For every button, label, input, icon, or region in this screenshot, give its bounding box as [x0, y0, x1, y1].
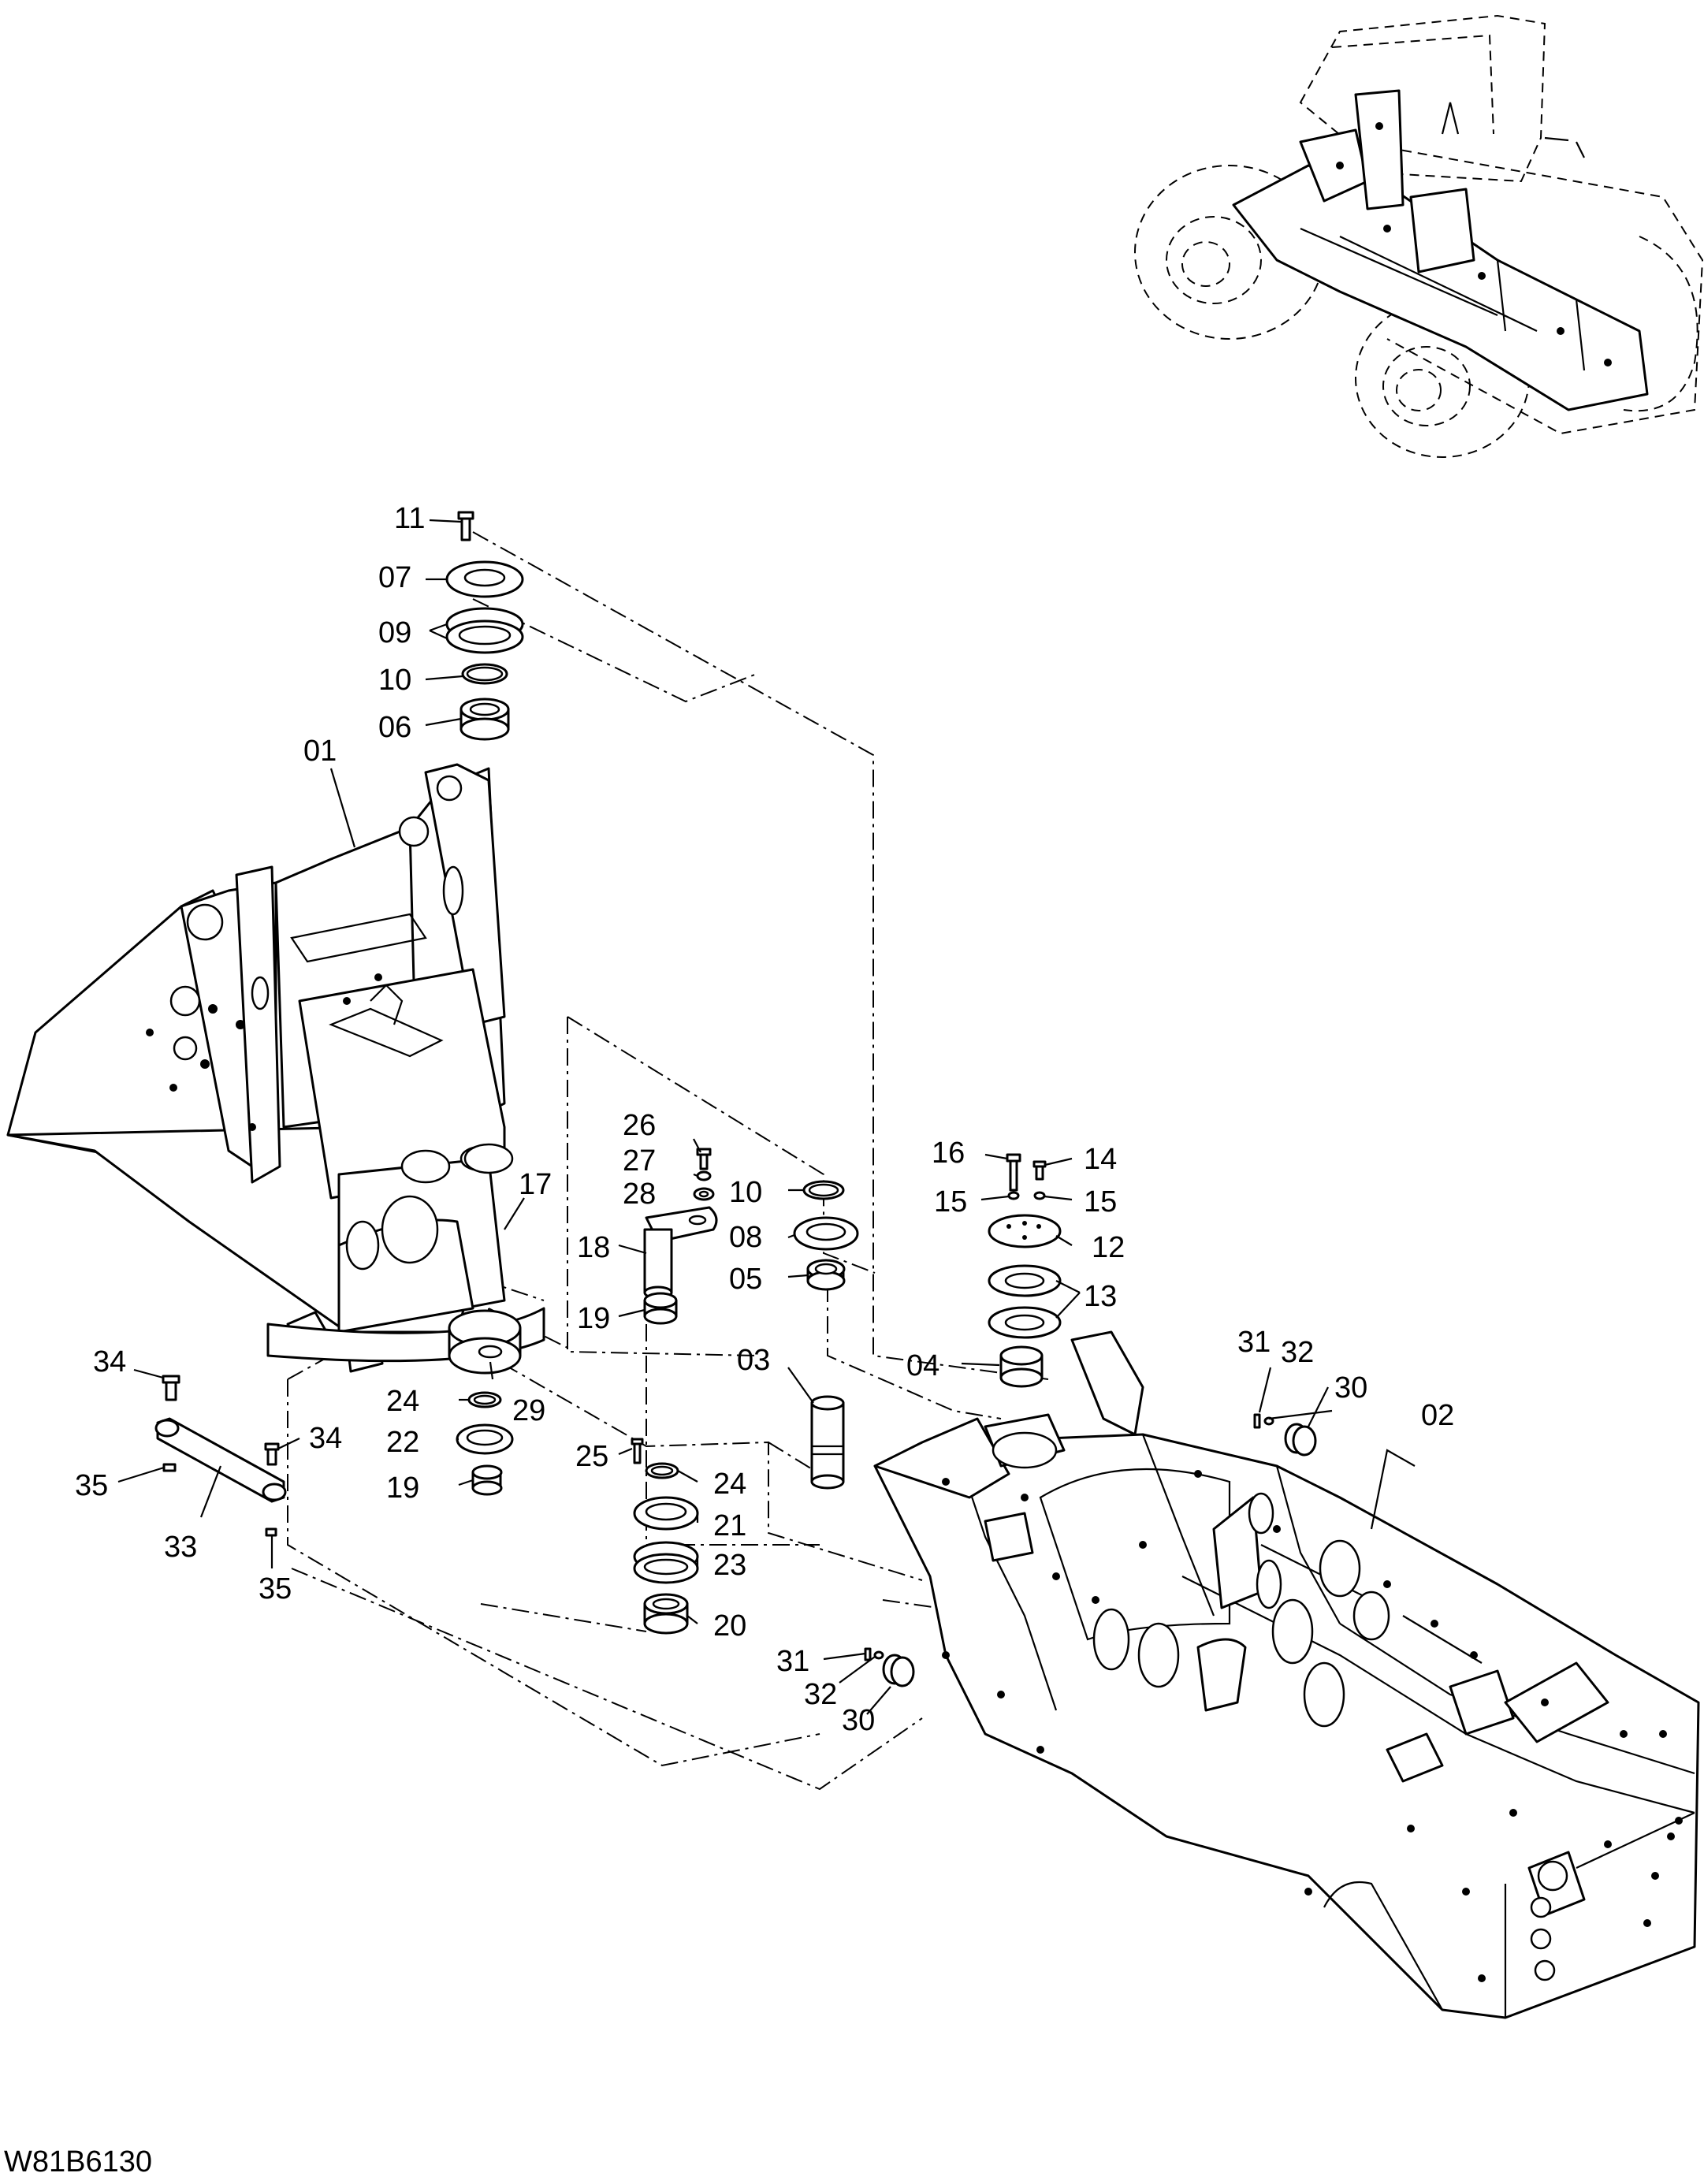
callout-25: 25: [575, 1440, 608, 1473]
part-28-washer: [693, 1187, 715, 1201]
callout-35-left: 35: [75, 1469, 108, 1502]
callout-15-left: 15: [934, 1185, 967, 1219]
part-30-stopper-left: [882, 1654, 915, 1687]
part-26-bolt: [696, 1148, 712, 1170]
callout-06: 06: [378, 711, 411, 744]
callout-09: 09: [378, 616, 411, 649]
callout-28: 28: [623, 1178, 656, 1211]
callout-34-left: 34: [93, 1345, 126, 1378]
callout-18: 18: [577, 1231, 610, 1264]
leader-lines: [117, 519, 1416, 1715]
assembly-lines: [287, 531, 1049, 1791]
callout-27: 27: [623, 1144, 656, 1178]
part-08-retainer: [793, 1216, 859, 1251]
part-15-washers: [1007, 1191, 1046, 1200]
part-33-link-bar: [154, 1417, 287, 1503]
callout-labels: 01 02 03 04 05 06 07 08 09 10 10 11 12 1…: [75, 502, 1454, 1737]
part-10-oring-lower: [802, 1180, 845, 1200]
callout-21: 21: [713, 1509, 746, 1542]
callout-31-right: 31: [1237, 1326, 1271, 1359]
part-19-bushing-upper: [643, 1292, 678, 1325]
callout-08: 08: [729, 1221, 762, 1254]
part-04-bushing: [999, 1345, 1044, 1388]
callout-15-right: 15: [1084, 1185, 1117, 1219]
callout-30-left: 30: [842, 1704, 875, 1737]
callout-34-right: 34: [309, 1422, 342, 1455]
part-19-bushing-lower: [471, 1464, 503, 1496]
part-21-retainer: [633, 1496, 699, 1531]
part-18-pin: [643, 1206, 718, 1300]
part-24-oring-left: [467, 1391, 502, 1408]
callout-29: 29: [512, 1394, 545, 1427]
callout-31-left: 31: [776, 1645, 809, 1678]
callout-24-center: 24: [713, 1468, 746, 1501]
front-frame: [6, 763, 545, 1373]
callout-11: 11: [394, 502, 425, 535]
callout-19-lower: 19: [386, 1472, 419, 1505]
callout-30-right: 30: [1334, 1371, 1367, 1405]
callout-04: 04: [906, 1349, 939, 1382]
callout-22: 22: [386, 1426, 419, 1459]
part-03-king-pin: [810, 1395, 845, 1490]
rear-frame: [873, 1330, 1700, 2019]
part-10-oring-upper: [461, 663, 508, 685]
part-06-bearing: [459, 698, 510, 741]
part-14-bolt: [1032, 1160, 1047, 1181]
callout-03: 03: [737, 1344, 770, 1377]
part-34-bolt-left: [162, 1375, 180, 1401]
part-22-retainer: [456, 1423, 514, 1455]
callout-12: 12: [1092, 1231, 1125, 1264]
part-25-bolt: [631, 1438, 644, 1464]
part-05-bearing: [806, 1259, 846, 1291]
part-09-shims: [445, 607, 524, 654]
callout-26: 26: [623, 1109, 656, 1142]
callout-19-upper: 19: [577, 1302, 610, 1335]
callout-33: 33: [164, 1531, 197, 1564]
machine-overview-inset: [1134, 14, 1704, 458]
callout-01: 01: [303, 735, 337, 768]
callout-10-lower: 10: [729, 1176, 762, 1209]
callout-13: 13: [1084, 1280, 1117, 1313]
part-11-bolt: [457, 511, 474, 541]
callout-17: 17: [519, 1168, 552, 1201]
part-34-bolt-right: [264, 1442, 280, 1466]
part-35-pins: [162, 1463, 277, 1537]
part-07-retainer-plate: [445, 560, 524, 598]
callout-02: 02: [1421, 1399, 1454, 1432]
part-16-bolt: [1006, 1153, 1021, 1192]
callout-23: 23: [713, 1549, 746, 1582]
drawing-code: W81B6130: [4, 2145, 152, 2178]
callout-20: 20: [713, 1609, 746, 1643]
part-30-stopper-right: [1284, 1423, 1317, 1457]
callout-10-upper: 10: [378, 664, 411, 697]
part-31-32-fasteners-right: [1253, 1413, 1274, 1429]
callout-32-left: 32: [804, 1678, 837, 1711]
callout-32-right: 32: [1281, 1336, 1314, 1369]
part-23-shims: [633, 1541, 699, 1584]
callout-24-left: 24: [386, 1385, 419, 1418]
part-27-washer: [696, 1170, 712, 1181]
part-29-pivot: [448, 1309, 522, 1375]
callout-05: 05: [729, 1263, 762, 1296]
callout-16: 16: [932, 1137, 965, 1170]
part-20-bearing: [643, 1593, 689, 1635]
part-13-shims: [988, 1264, 1062, 1339]
part-24-oring-center: [645, 1462, 679, 1479]
callout-07: 07: [378, 561, 411, 594]
callout-35-right: 35: [259, 1572, 292, 1605]
part-12-cap: [988, 1214, 1062, 1248]
callout-14: 14: [1084, 1143, 1117, 1176]
